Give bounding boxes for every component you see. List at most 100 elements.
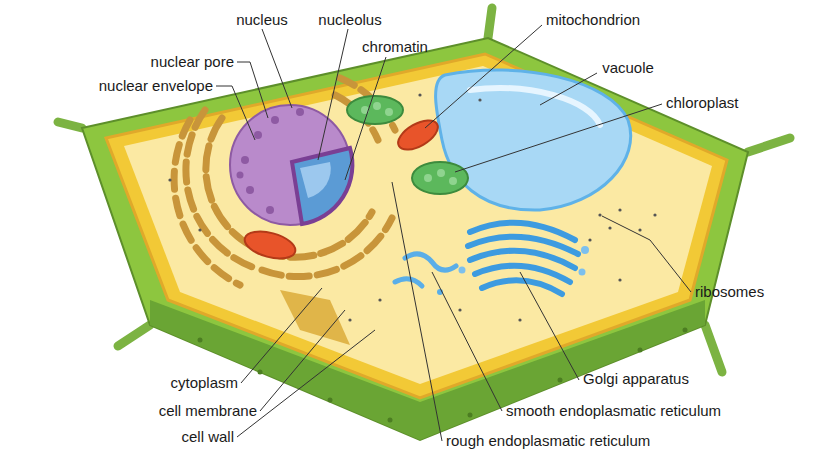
smooth-endoplasmatic-reticulum bbox=[395, 279, 422, 286]
ribosomes bbox=[598, 213, 601, 216]
cytoplasm bbox=[280, 290, 350, 345]
part-label: vacuole bbox=[602, 59, 654, 77]
golgi-apparatus bbox=[581, 246, 589, 254]
golgi-apparatus bbox=[459, 267, 466, 274]
cell-wall bbox=[118, 325, 150, 346]
part-label: mitochondrion bbox=[546, 11, 640, 29]
nucleus bbox=[300, 162, 331, 198]
chloroplast bbox=[385, 108, 393, 116]
cell-wall bbox=[748, 138, 790, 152]
smooth-endoplasmatic-reticulum bbox=[395, 254, 456, 295]
part-label: cytoplasm bbox=[170, 374, 238, 392]
chloroplast bbox=[373, 102, 381, 110]
ribosomes bbox=[653, 213, 656, 216]
leader-lines bbox=[237, 330, 375, 437]
cell-wall bbox=[258, 370, 263, 375]
part-label: cell membrane bbox=[159, 402, 257, 420]
nucleus bbox=[296, 108, 304, 116]
cell-wall bbox=[328, 398, 333, 403]
cell-wall bbox=[683, 328, 688, 333]
ribosomes bbox=[198, 228, 201, 231]
cytoplasm bbox=[124, 66, 712, 384]
leader-lines bbox=[260, 310, 345, 411]
chloroplast bbox=[437, 169, 445, 177]
cell-wall bbox=[58, 8, 790, 440]
cell-wall bbox=[198, 338, 203, 343]
mitochondrion bbox=[393, 114, 442, 155]
nucleus bbox=[246, 186, 254, 194]
part-label: chromatin bbox=[362, 38, 428, 56]
ribosomes bbox=[168, 178, 171, 181]
part-label: nucleolus bbox=[318, 11, 381, 29]
cell-wall bbox=[388, 418, 393, 423]
leader-lines bbox=[540, 73, 597, 105]
ribosomes bbox=[588, 238, 591, 241]
cell-wall bbox=[488, 8, 492, 38]
part-label: smooth endoplasmatic reticulum bbox=[506, 402, 721, 420]
nucleus bbox=[254, 131, 262, 139]
leader-lines bbox=[455, 104, 662, 172]
part-label: ribosomes bbox=[695, 283, 764, 301]
leader-lines bbox=[520, 272, 579, 380]
leader-lines bbox=[216, 25, 691, 441]
mitochondrion bbox=[242, 227, 298, 264]
nucleus bbox=[271, 116, 279, 124]
smooth-endoplasmatic-reticulum bbox=[405, 254, 456, 270]
ribosomes bbox=[478, 98, 481, 101]
nucleus bbox=[237, 172, 244, 179]
part-label: nuclear pore bbox=[151, 53, 234, 71]
ribosomes bbox=[518, 318, 521, 321]
cell-wall bbox=[82, 38, 748, 440]
leader-lines bbox=[216, 86, 255, 140]
part-label: chloroplast bbox=[666, 94, 739, 112]
golgi-apparatus bbox=[579, 269, 586, 276]
part-label: Golgi apparatus bbox=[583, 370, 689, 388]
cell-wall bbox=[558, 378, 563, 383]
cell-wall bbox=[638, 348, 643, 353]
part-label: nuclear envelope bbox=[99, 77, 213, 95]
part-label: cell wall bbox=[181, 428, 234, 446]
leader-lines bbox=[318, 29, 348, 160]
nucleus bbox=[292, 148, 352, 224]
vacuole bbox=[436, 70, 631, 210]
cell-wall bbox=[705, 325, 722, 372]
leader-lines bbox=[425, 25, 542, 128]
leader-lines bbox=[345, 57, 386, 180]
leader-lines bbox=[262, 29, 292, 108]
nucleus bbox=[266, 206, 274, 214]
ribosomes bbox=[608, 226, 611, 229]
chloroplast bbox=[424, 174, 432, 182]
leader-lines bbox=[602, 216, 691, 292]
chloroplast bbox=[347, 96, 468, 194]
ribosomes bbox=[378, 298, 381, 301]
nucleus bbox=[241, 156, 249, 164]
mitochondrion bbox=[242, 114, 443, 263]
vacuole bbox=[436, 70, 631, 210]
nucleus bbox=[230, 105, 352, 225]
cell-membrane bbox=[106, 54, 727, 398]
chloroplast bbox=[449, 177, 457, 185]
ribosomes bbox=[458, 308, 461, 311]
rough-endoplasmatic-reticulum bbox=[174, 120, 240, 285]
golgi-apparatus bbox=[482, 280, 562, 294]
golgi-apparatus bbox=[459, 223, 590, 294]
chloroplast bbox=[412, 162, 468, 194]
ribosomes bbox=[418, 93, 421, 96]
vacuole bbox=[470, 88, 600, 125]
ribosomes bbox=[618, 208, 621, 211]
part-label: rough endoplasmatic reticulum bbox=[446, 432, 650, 450]
leader-lines bbox=[241, 288, 322, 383]
cell-wall bbox=[468, 413, 473, 418]
ribosomes bbox=[618, 278, 621, 281]
leader-lines bbox=[392, 182, 442, 441]
leader-lines bbox=[432, 272, 502, 411]
ribosomes bbox=[638, 228, 641, 231]
ribosomes bbox=[348, 318, 351, 321]
cytoplasm bbox=[124, 66, 712, 384]
part-label: nucleus bbox=[236, 11, 288, 29]
rough-endoplasmatic-reticulum bbox=[174, 78, 395, 285]
cell-membrane bbox=[106, 54, 727, 398]
